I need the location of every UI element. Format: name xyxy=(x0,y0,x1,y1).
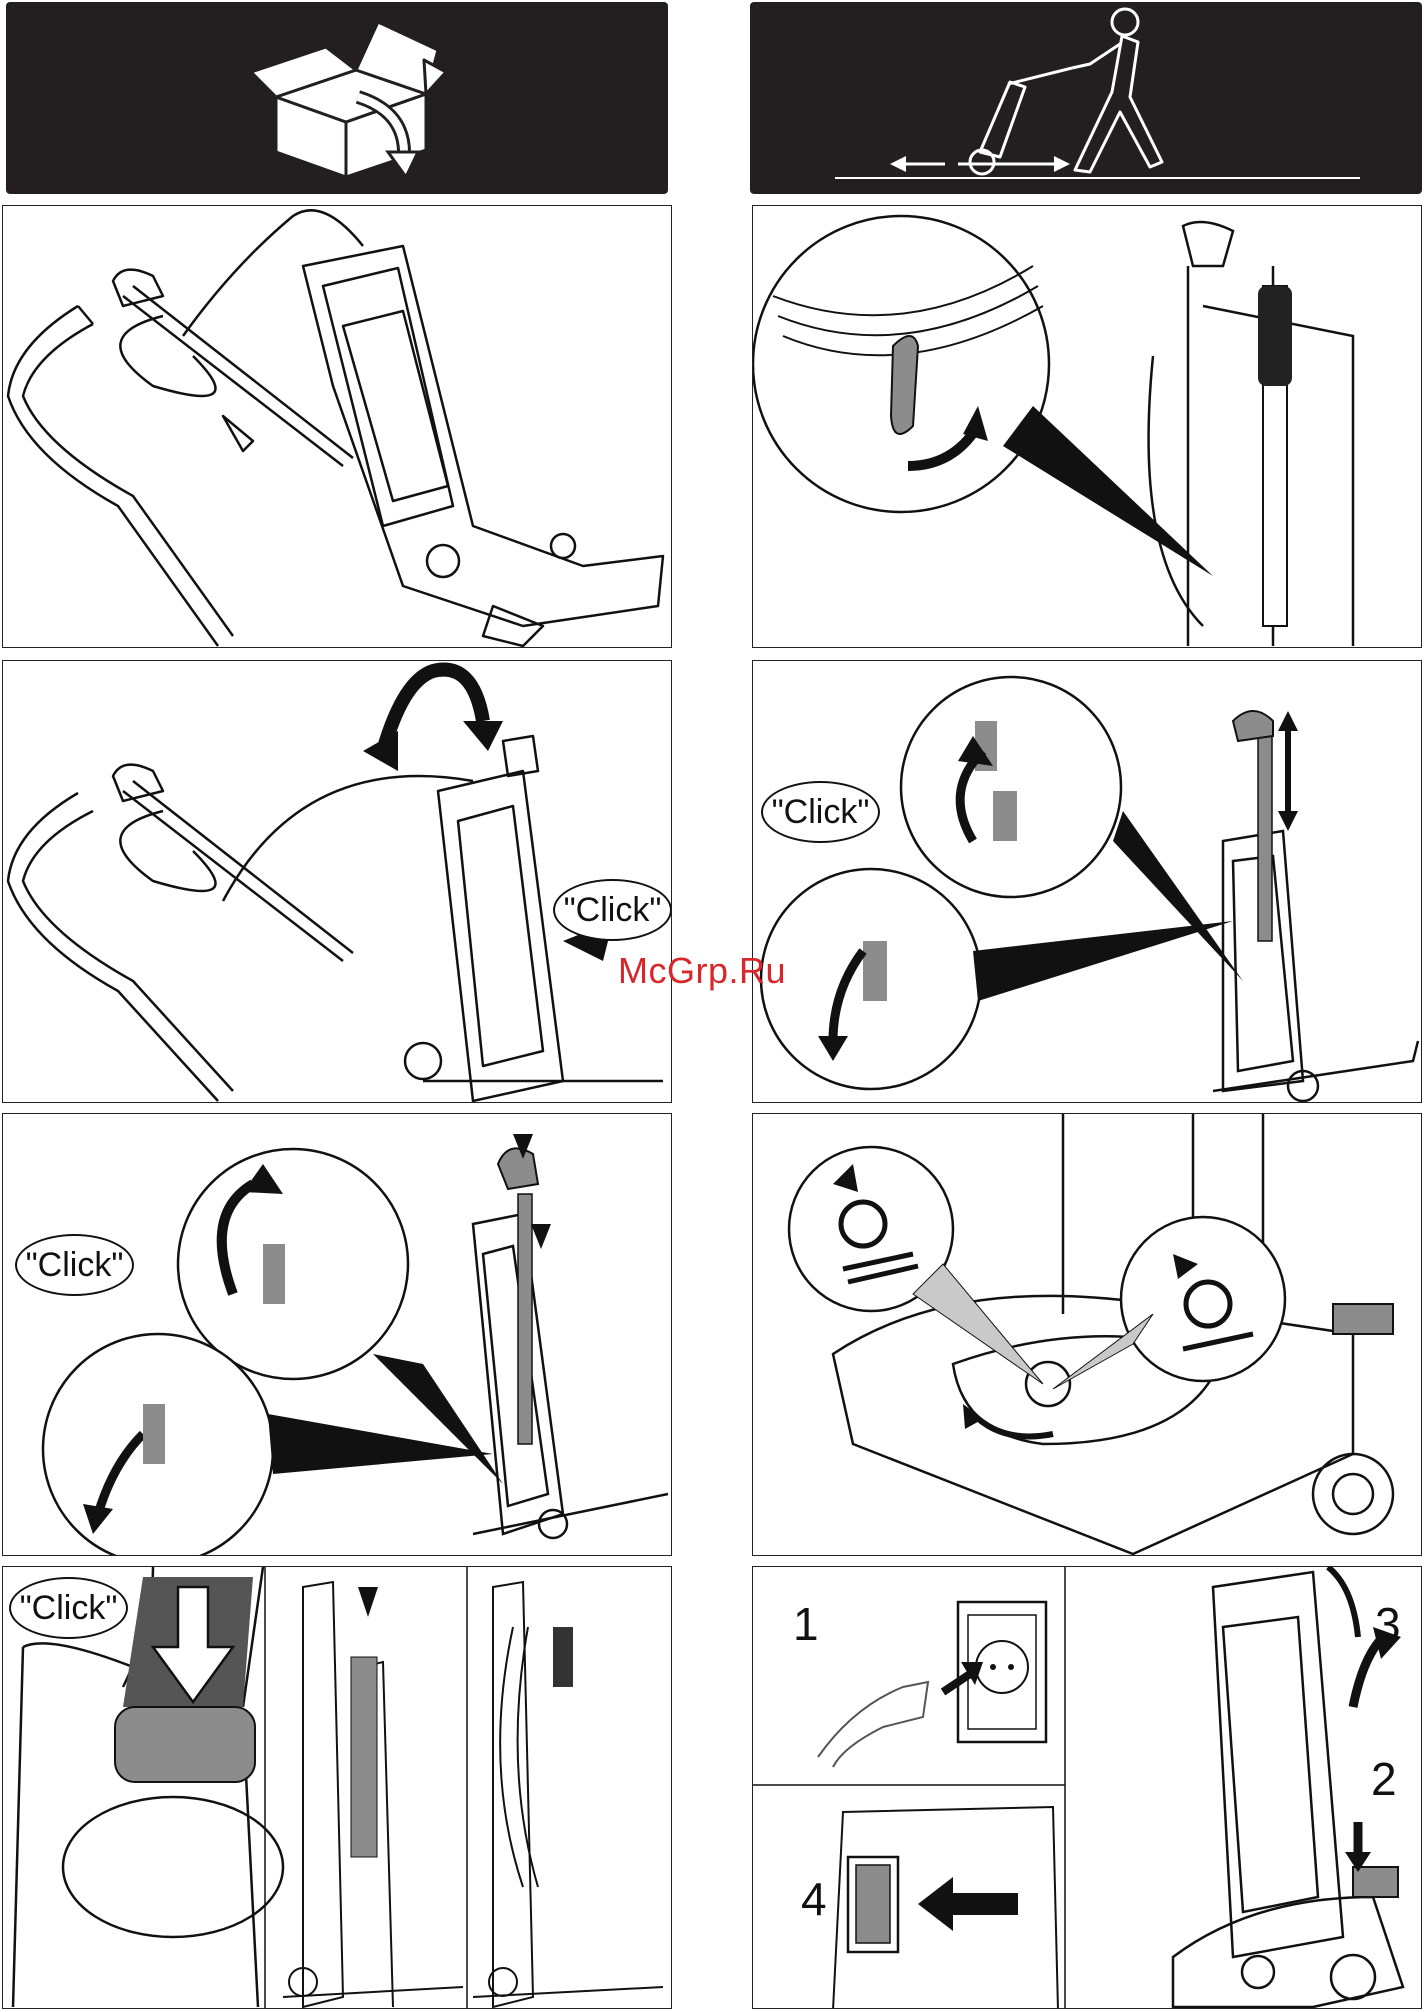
step-number-1: 1 xyxy=(793,1597,819,1651)
header-unpack xyxy=(6,2,668,194)
hook-gray xyxy=(891,336,918,434)
zoom-circle-upper xyxy=(901,677,1121,897)
step-number-4: 4 xyxy=(801,1872,827,1926)
panel-parts-overview xyxy=(2,205,672,648)
panel-airflow-dial xyxy=(752,1113,1422,1556)
cord-hook-illustration xyxy=(753,206,1422,648)
watermark: McGrp.Ru xyxy=(618,950,786,992)
panel-attach-hose: "Click" xyxy=(2,1566,672,2009)
gray-handle-tube xyxy=(518,1194,532,1444)
hose-collar xyxy=(115,1707,255,1782)
click-callout: "Click" xyxy=(9,1577,128,1639)
panel-insert-handle: "Click" xyxy=(2,1113,672,1556)
open-box-icon xyxy=(6,2,668,194)
panel-power-on: 1 2 3 4 xyxy=(752,1566,1422,2009)
panel-cord-hook xyxy=(752,205,1422,648)
handle-release-illustration xyxy=(753,661,1422,1103)
airflow-dial-illustration xyxy=(753,1114,1422,1556)
person-vacuuming-icon xyxy=(750,2,1422,194)
panel-handle-release: "Click" xyxy=(752,660,1422,1103)
hose-attach-illustration xyxy=(3,1567,672,2009)
parts-illustration xyxy=(3,206,672,648)
hose-drawing xyxy=(23,324,233,636)
step-number-3: 3 xyxy=(1375,1597,1401,1651)
header-usage xyxy=(750,2,1422,194)
assembly-illustration xyxy=(3,661,672,1103)
click-callout: "Click" xyxy=(15,1234,134,1296)
click-callout: "Click" xyxy=(761,781,880,843)
power-on-illustration xyxy=(753,1567,1422,2009)
airflow-min-icon xyxy=(1121,1217,1285,1381)
wand-drawing xyxy=(123,286,353,466)
step-number-2: 2 xyxy=(1371,1752,1397,1806)
panel-assemble-body: "Click" xyxy=(2,660,672,1103)
handle-insert-illustration xyxy=(3,1114,672,1556)
zoom-circle-upper xyxy=(178,1149,408,1379)
click-callout: "Click" xyxy=(553,879,672,941)
vacuum-body-drawing xyxy=(303,246,663,626)
